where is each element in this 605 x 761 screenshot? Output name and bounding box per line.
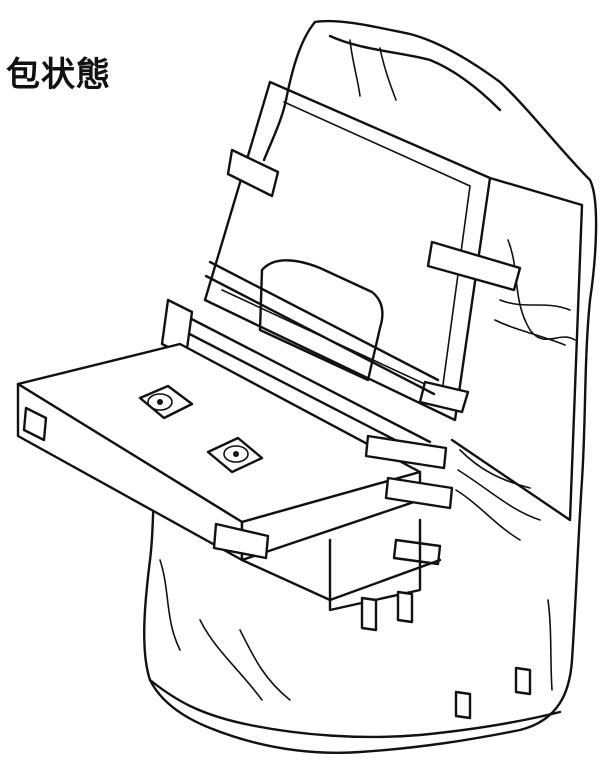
cover-top-edge [262, 20, 317, 162]
cover-wrinkle-8 [379, 47, 397, 101]
cover-wrinkle-7 [349, 39, 361, 97]
cover-wrinkle-5 [199, 619, 263, 701]
foot-tab-3 [454, 690, 472, 720]
cabinet-right-fold-3 [494, 319, 566, 346]
foot-tab-4 [514, 666, 532, 696]
cover-wrinkle-4 [159, 559, 181, 651]
cover-wrinkle-9 [547, 599, 553, 691]
tape-strip-panel-1 [364, 434, 448, 470]
cover-skirt-bottom [148, 678, 562, 739]
foot-tab-1 [360, 596, 378, 632]
tape-strip-panel-2 [384, 476, 454, 510]
tape-strip-upper-right [426, 240, 522, 292]
tape-strip-upper-left [226, 148, 280, 198]
inner-screen [258, 259, 384, 382]
wrapping-cover-outline [143, 19, 598, 754]
cover-wrinkle-1 [459, 449, 531, 489]
packing-state-caption: 包状態 [6, 55, 111, 95]
cabinet-right-fold-2 [499, 299, 571, 311]
tape-corner-right [212, 522, 270, 560]
joystick-right [206, 436, 264, 474]
cabinet-right-fold-1 [507, 239, 576, 341]
tape-strip-middle-right [418, 380, 470, 414]
tape-strip-panel-3 [392, 538, 442, 566]
cover-wrinkle-3 [455, 489, 521, 541]
foot-tab-2 [396, 590, 414, 624]
monitor-panel [203, 80, 492, 422]
cabinet-side-right [450, 176, 584, 522]
cover-wrinkle-2 [457, 469, 541, 521]
cover-wrinkle-6 [239, 629, 291, 701]
joystick-left [138, 384, 194, 420]
cover-top-fold [328, 34, 502, 112]
rail-upper [204, 260, 440, 396]
rail-lower [172, 310, 432, 458]
tape-corner-left [22, 406, 48, 442]
